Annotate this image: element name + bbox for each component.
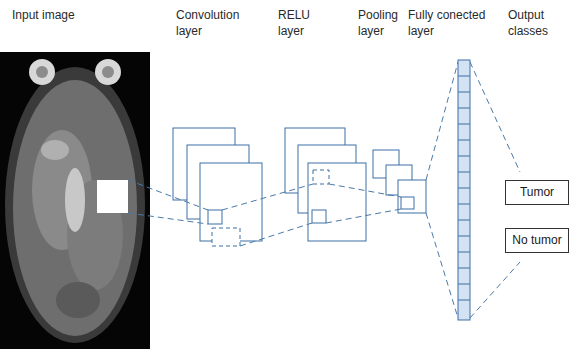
fully-connected-column (458, 60, 470, 320)
projection-line (240, 223, 312, 246)
eye-lens (36, 66, 48, 78)
mri-image (0, 52, 150, 349)
cerebellum (56, 282, 100, 318)
class-label: No tumor (512, 233, 561, 247)
layer-heading: Fully conected layer (408, 8, 502, 39)
output-class-box: No tumor (505, 228, 569, 253)
kernel-square (208, 210, 222, 224)
projection-line (470, 62, 520, 172)
projection-line (128, 180, 208, 210)
layer-heading: Pooling layer (358, 8, 405, 39)
projection-line (426, 62, 458, 180)
convolution-maps (173, 128, 262, 246)
layer-heading: RELU layer (278, 8, 320, 39)
kernel-square (401, 197, 414, 209)
layer-heading: Convolution layer (176, 8, 250, 39)
kernel-square (313, 170, 329, 184)
feature-map (308, 163, 366, 241)
projection-line (426, 213, 458, 318)
eye (95, 59, 121, 85)
feature-map (398, 180, 426, 213)
ventricle (65, 168, 85, 232)
fc-units (458, 76, 470, 300)
kernel-square (312, 210, 326, 223)
receptive-field (97, 180, 128, 213)
brain (13, 80, 137, 336)
projection-line (329, 184, 401, 197)
class-label: Tumor (520, 185, 554, 199)
kernel-square (212, 228, 240, 246)
projection-line (222, 184, 313, 210)
eye (29, 59, 55, 85)
relu-maps (285, 128, 366, 241)
projection-line (470, 262, 520, 318)
eye-lens (102, 66, 114, 78)
image-ground (0, 52, 150, 349)
pooling-maps (373, 150, 426, 213)
projection-line (128, 213, 208, 224)
output-class-box: Tumor (505, 180, 569, 205)
fc-bar (458, 60, 470, 320)
layer-heading: Input image (12, 8, 112, 24)
projection-line (326, 209, 401, 223)
tumor-region (41, 140, 69, 160)
layer-heading: Output classes (508, 8, 574, 39)
skull (5, 67, 145, 343)
